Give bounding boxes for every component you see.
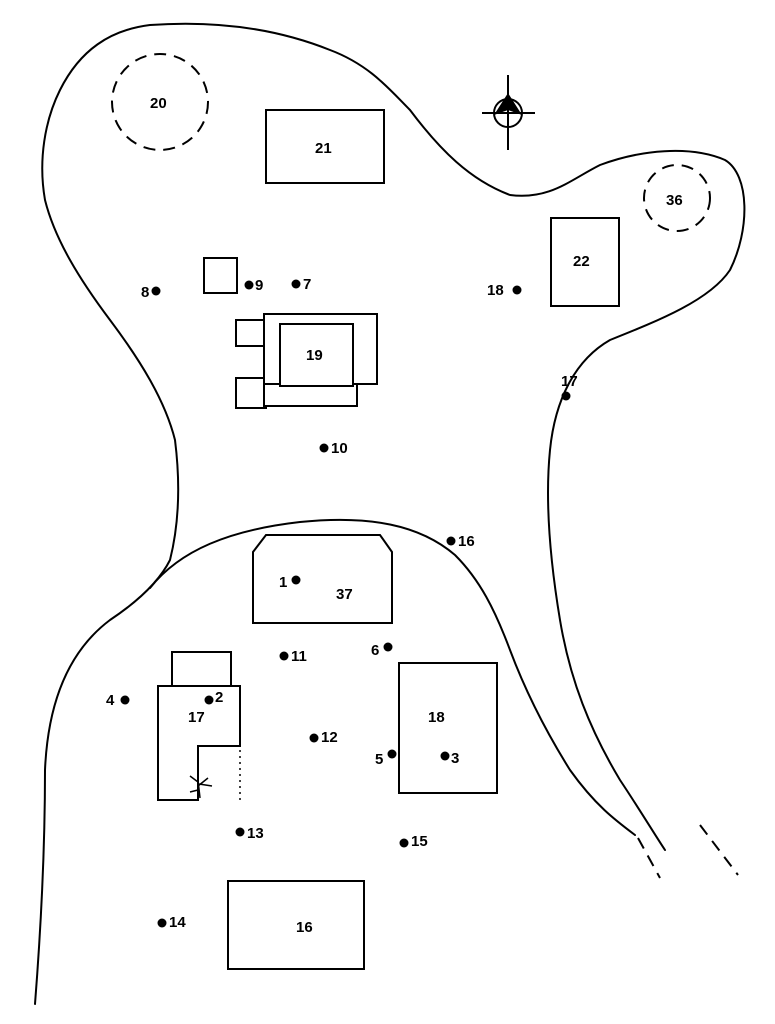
structure-17: 17: [157, 651, 241, 801]
point-1: 1: [279, 574, 301, 591]
point-6: 6: [371, 642, 393, 659]
structure-36: 36: [643, 164, 711, 232]
structure-21: 21: [265, 109, 385, 184]
svg-text:36: 36: [666, 192, 683, 209]
structure-37: 37: [252, 534, 393, 624]
structure-18: 18: [398, 662, 498, 794]
svg-text:1: 1: [279, 574, 287, 591]
svg-text:14: 14: [169, 914, 186, 931]
terrain-dashed-end-left: [637, 837, 661, 879]
svg-text:19: 19: [306, 347, 323, 364]
point-7: 7: [291, 276, 311, 293]
svg-text:18: 18: [487, 282, 504, 299]
structure-19: 19: [203, 257, 378, 409]
point-11: 11: [279, 648, 307, 665]
svg-text:6: 6: [371, 642, 379, 659]
compass-north-arrow-icon: [482, 75, 535, 150]
point-2: 2: [204, 689, 223, 706]
terrain-dashed-end-right: [699, 824, 739, 876]
svg-text:7: 7: [303, 276, 311, 293]
svg-text:11: 11: [291, 648, 307, 665]
point-3: 3: [440, 750, 459, 767]
structure-16: 16: [227, 880, 365, 970]
svg-text:4: 4: [106, 692, 115, 709]
svg-text:17: 17: [561, 373, 578, 390]
svg-text:15: 15: [411, 833, 428, 850]
point-15: 15: [399, 833, 428, 850]
point-14: 14: [157, 914, 186, 931]
svg-text:20: 20: [150, 95, 167, 112]
point-13: 13: [235, 825, 264, 842]
terrain-outline-lower: [149, 518, 636, 836]
point-12: 12: [309, 729, 338, 746]
svg-text:12: 12: [321, 729, 338, 746]
svg-text:13: 13: [247, 825, 264, 842]
tree-sketch-icon: [189, 775, 213, 799]
svg-text:21: 21: [315, 140, 332, 157]
svg-text:37: 37: [336, 586, 353, 603]
svg-text:9: 9: [255, 277, 263, 294]
svg-text:8: 8: [141, 284, 149, 301]
point-8: 8: [141, 284, 161, 301]
structure-22: 22: [550, 217, 620, 307]
terrain-outline-upper: [34, 22, 746, 1005]
structure-20: 20: [111, 53, 209, 151]
svg-text:2: 2: [215, 689, 223, 706]
svg-text:17: 17: [188, 709, 205, 726]
svg-text:3: 3: [451, 750, 459, 767]
point-16: 16: [446, 533, 475, 550]
point-5: 5: [375, 749, 397, 768]
svg-text:18: 18: [428, 709, 445, 726]
svg-text:16: 16: [296, 919, 313, 936]
point-4: 4: [106, 692, 130, 709]
point-10: 10: [319, 440, 348, 457]
svg-text:16: 16: [458, 533, 475, 550]
svg-text:22: 22: [573, 253, 590, 270]
svg-text:10: 10: [331, 440, 348, 457]
point-18: 18: [487, 282, 522, 299]
svg-text:5: 5: [375, 751, 383, 768]
point-9: 9: [244, 277, 263, 294]
point-17: 17: [561, 373, 578, 401]
